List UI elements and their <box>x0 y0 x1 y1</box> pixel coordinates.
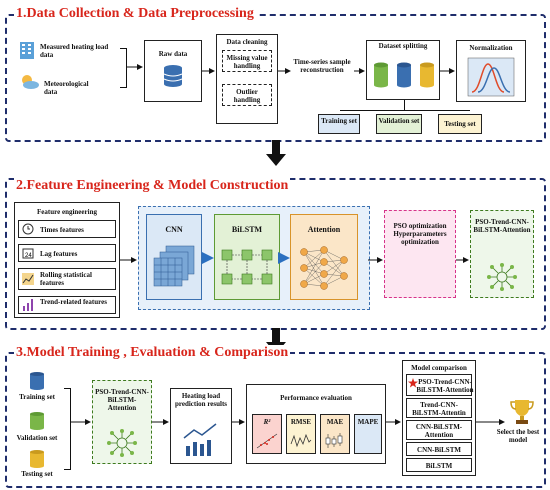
database-icon <box>163 65 183 87</box>
data-cleaning-box <box>216 34 278 124</box>
calendar-icon: 24 <box>22 248 34 259</box>
prediction-chart-icon <box>183 423 217 456</box>
split-branch <box>340 110 470 111</box>
metric-mae-label: MAE <box>326 418 344 426</box>
outlier-box: Outlier handling <box>222 84 272 106</box>
comparison-item-3: CNN-BiLSTM-Attention <box>406 420 472 440</box>
input-bracket <box>120 48 127 88</box>
clock-icon <box>22 223 34 235</box>
final-model-label: PSO-Trend-CNN-BiLSTM-Attention <box>473 218 531 234</box>
trophy-icon <box>510 400 534 424</box>
s3-input-bracket <box>64 388 71 470</box>
section-1-arrows <box>126 64 455 74</box>
missing-value-box: Missing value handling <box>222 50 272 72</box>
star-icon <box>408 378 418 388</box>
candlestick-icon <box>325 433 343 448</box>
data-cleaning-label: Data cleaning <box>226 38 268 46</box>
comparison-item-1-label: PSO-Trend-CNN-BiLSTM-Attention <box>416 378 474 394</box>
s3-network-icon <box>107 429 137 457</box>
bilstm-cells-icon <box>221 249 273 285</box>
bilstm-label: BiLSTM <box>231 225 263 234</box>
performance-label: Performance evaluation <box>280 394 352 402</box>
dataset-splitting-label: Dataset splitting <box>378 42 428 50</box>
pso-optimization-box <box>384 210 456 298</box>
section-1-title: 1.Data Collection & Data Preprocessing <box>14 6 256 22</box>
scatter-icon <box>256 433 278 449</box>
raw-data-label: Raw data <box>158 50 188 58</box>
split-databases-icon <box>374 62 434 88</box>
testing-db-icon <box>30 450 44 468</box>
rolling-features-box <box>18 268 116 290</box>
section-2-title: 2.Feature Engineering & Model Constructi… <box>14 178 291 194</box>
attention-label: Attention <box>307 225 341 234</box>
section-3-title: 3.Model Training , Evaluation & Comparis… <box>14 345 291 361</box>
s3-testing-set-label: Testing set <box>21 470 53 478</box>
time-series-label: Time-series sample reconstruction <box>293 58 351 74</box>
trend-features-box <box>18 296 116 314</box>
s3-validation-set-label: Validation set <box>16 434 58 442</box>
cnn-label: CNN <box>165 225 183 234</box>
times-features-box <box>18 220 116 238</box>
svg-text:24: 24 <box>25 253 32 259</box>
comparison-item-1 <box>406 374 472 396</box>
metric-r2-label: R² <box>263 418 271 426</box>
network-icon <box>487 263 517 291</box>
comparison-item-5: BiLSTM <box>406 458 472 472</box>
times-features-label: Times features <box>40 226 84 234</box>
weather-icon <box>22 75 39 89</box>
trend-bars-icon <box>23 299 33 311</box>
lag-features-box <box>18 244 116 262</box>
attention-network-icon <box>300 246 348 290</box>
model-comparison-title: Model comparison <box>411 364 467 372</box>
training-set-box: Training set <box>318 114 360 134</box>
validation-set-box: Validation set <box>376 114 422 134</box>
s3-training-set-label: Training set <box>19 393 55 401</box>
rolling-chart-icon <box>22 273 34 285</box>
training-db-icon <box>30 372 44 390</box>
normal-distribution-icon <box>467 57 515 97</box>
meteorological-data-label: Meteorological data <box>44 80 89 96</box>
down-arrow-1 <box>266 140 286 166</box>
s3-model-label: PSO-Trend-CNN-BiLSTM-Attention <box>95 388 149 412</box>
lag-features-label: Lag features <box>40 250 78 258</box>
trend-features-label: Trend-related features <box>40 298 107 306</box>
prediction-results-label: Heating load prediction results <box>174 392 228 408</box>
metric-rmse-label: RMSE <box>290 418 312 426</box>
section-3-arrows <box>70 419 505 425</box>
cnn-layers-icon <box>153 245 195 287</box>
validation-db-icon <box>30 412 44 430</box>
metric-mape-label: MAPE <box>357 418 379 426</box>
heating-load-data-label: Measured heating load data <box>40 43 109 59</box>
comparison-item-2: Trend-CNN-BiLSTM-Attentin <box>406 398 472 418</box>
metric-mae-box <box>320 414 350 454</box>
testing-set-box: Testing set <box>438 114 482 134</box>
wave-icon <box>290 433 312 448</box>
metric-mape-box <box>354 414 382 454</box>
rolling-features-label: Rolling statistical features <box>40 271 92 287</box>
section-2-arrows <box>120 252 469 264</box>
select-best-model-label: Select the best model <box>496 428 540 444</box>
pso-optimization-label: PSO optimization Hyperparameters optimiz… <box>393 222 447 246</box>
comparison-item-4: CNN-BiLSTM <box>406 442 472 456</box>
normalization-label: Normalization <box>469 44 513 52</box>
split-connector <box>404 100 405 110</box>
building-icon <box>20 42 34 59</box>
feature-engineering-label: Feature engineering <box>37 208 97 216</box>
metric-rmse-box <box>286 414 316 454</box>
